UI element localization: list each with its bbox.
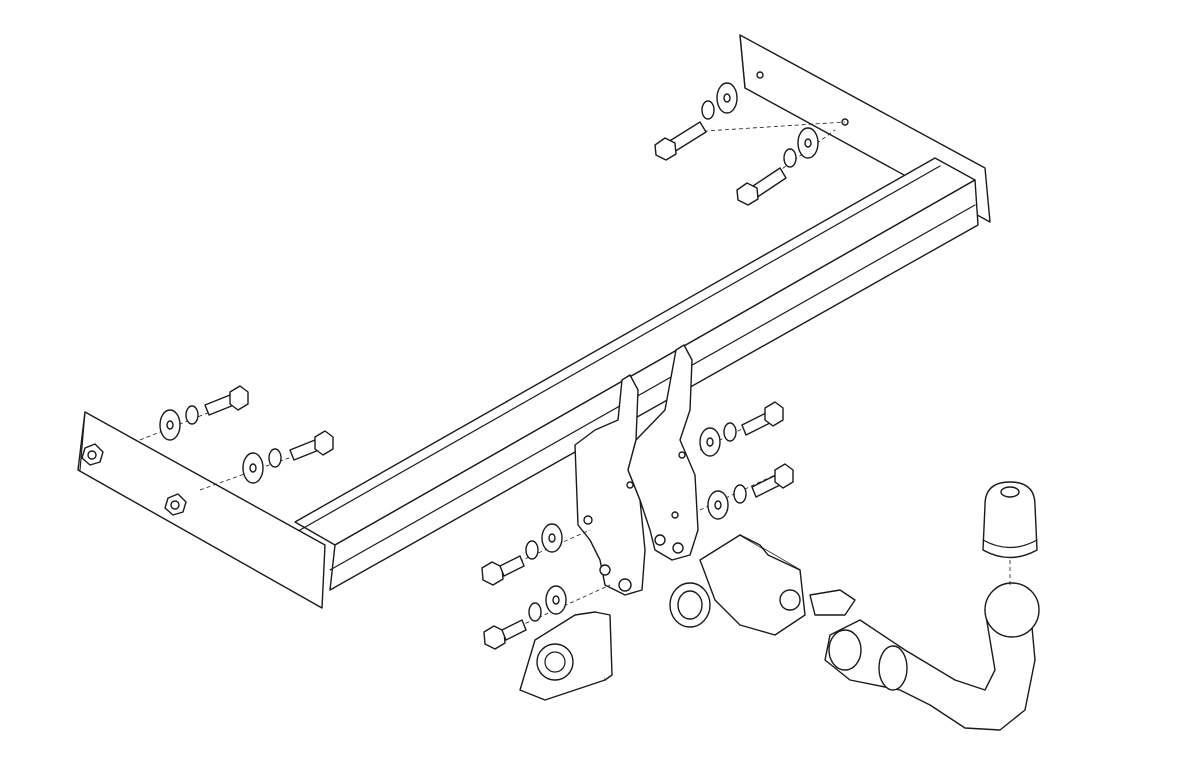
left-bracket bbox=[574, 374, 646, 596]
bolt-set-left-upper bbox=[139, 385, 249, 441]
tow-ball bbox=[984, 582, 1040, 638]
bolt-set-left-lower bbox=[199, 430, 334, 491]
weld-nut bbox=[81, 443, 187, 516]
bolt-set-bracket-lower bbox=[699, 463, 794, 520]
main-cross-beam bbox=[294, 157, 979, 591]
bolt-set-lower-left-2 bbox=[483, 584, 611, 650]
right-bracket bbox=[627, 344, 699, 561]
detachable-lock-housing bbox=[669, 534, 856, 636]
bolt-set-bracket-upper bbox=[699, 401, 784, 457]
left-mounting-plate bbox=[77, 411, 326, 609]
bolt-set-lower-left-1 bbox=[481, 523, 591, 586]
ball-cover-cap bbox=[982, 481, 1038, 585]
bolt-set-right-lower bbox=[736, 127, 836, 206]
bolt-set-right-upper bbox=[654, 82, 846, 161]
tow-ball-neck bbox=[824, 604, 1036, 731]
socket-mounting-plate bbox=[519, 611, 613, 701]
